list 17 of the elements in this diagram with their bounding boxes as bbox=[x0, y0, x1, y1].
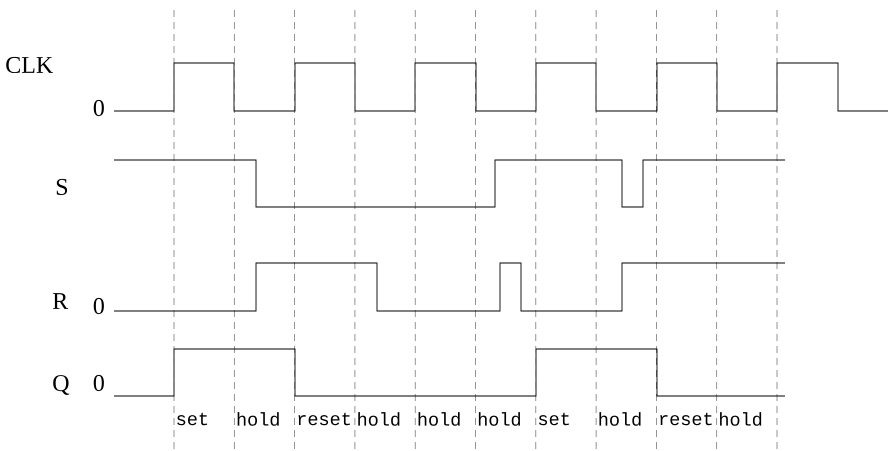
state-label: hold bbox=[418, 412, 460, 426]
state-label: hold bbox=[358, 412, 400, 426]
state-label: set bbox=[539, 412, 569, 426]
state-label: hold bbox=[599, 412, 641, 426]
state-label: reset bbox=[298, 412, 350, 426]
state-label: hold bbox=[720, 412, 762, 426]
state-label: hold bbox=[238, 412, 279, 426]
zero-level-label: 0 bbox=[94, 374, 104, 392]
state-label: reset bbox=[660, 412, 712, 426]
signal-name: CLK bbox=[6, 56, 53, 74]
signal-name: S bbox=[56, 178, 68, 196]
zero-level-label: 0 bbox=[94, 298, 104, 314]
state-label: set bbox=[177, 412, 208, 426]
signal-name: Q bbox=[53, 375, 70, 395]
zero-level-label: 0 bbox=[94, 100, 104, 116]
signal-name: R bbox=[52, 293, 68, 309]
state-label: hold bbox=[478, 412, 520, 426]
